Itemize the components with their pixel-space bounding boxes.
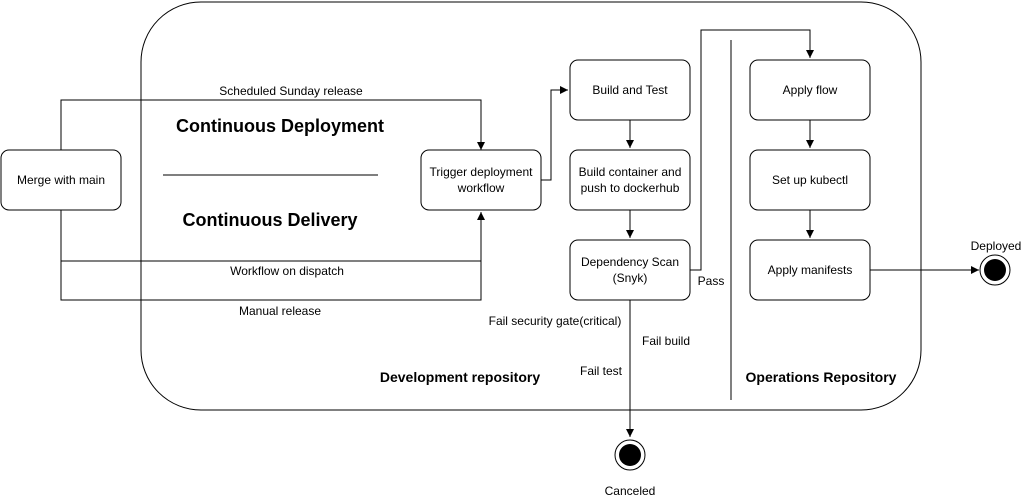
label-canceled: Canceled xyxy=(605,484,656,498)
node-set-up-kubectl: Set up kubectl xyxy=(749,149,871,211)
node-build-container: Build container and push to dockerhub xyxy=(569,149,691,211)
svg-text:Build and Test: Build and Test xyxy=(592,83,668,97)
edge-manual-release xyxy=(60,210,485,301)
terminal-canceled: Canceled xyxy=(605,439,656,498)
svg-text:Apply manifests: Apply manifests xyxy=(768,263,853,277)
svg-text:Set up kubectl: Set up kubectl xyxy=(772,173,848,187)
continuous-delivery-heading: Continuous Delivery xyxy=(182,210,357,230)
node-dependency-scan: Dependency Scan (Snyk) xyxy=(569,239,691,301)
svg-text:Build container and: Build container and xyxy=(579,165,682,179)
svg-text:Merge with main: Merge with main xyxy=(17,173,105,187)
label-scheduled-release: Scheduled Sunday release xyxy=(219,84,363,98)
svg-text:workflow: workflow xyxy=(457,181,505,195)
label-fail-build: Fail build xyxy=(642,334,690,348)
svg-text:push to dockerhub: push to dockerhub xyxy=(581,181,680,195)
edge-trigger-to-build xyxy=(541,86,568,181)
label-deployed: Deployed xyxy=(971,239,1022,253)
edge-scheduled-release xyxy=(60,99,485,150)
node-merge-with-main: Merge with main xyxy=(0,149,122,211)
label-fail-security: Fail security gate(critical) xyxy=(489,314,622,328)
svg-text:(Snyk): (Snyk) xyxy=(613,271,648,285)
operations-repository-label: Operations Repository xyxy=(746,369,897,385)
edge-pass-to-apply-flow xyxy=(690,29,814,271)
svg-text:Dependency Scan: Dependency Scan xyxy=(581,255,679,269)
label-pass: Pass xyxy=(698,274,725,288)
label-fail-test: Fail test xyxy=(580,364,623,378)
node-trigger-deployment: Trigger deployment workflow xyxy=(420,149,542,211)
node-build-and-test: Build and Test xyxy=(569,59,691,121)
svg-text:Apply flow: Apply flow xyxy=(783,83,838,97)
svg-text:Trigger deployment: Trigger deployment xyxy=(430,165,534,179)
continuous-deployment-heading: Continuous Deployment xyxy=(176,116,384,136)
node-apply-manifests: Apply manifests xyxy=(749,239,871,301)
node-apply-flow: Apply flow xyxy=(749,59,871,121)
label-workflow-dispatch: Workflow on dispatch xyxy=(230,264,344,278)
terminal-deployed: Deployed xyxy=(971,239,1022,286)
development-repository-label: Development repository xyxy=(380,369,540,385)
label-manual-release: Manual release xyxy=(239,304,321,318)
